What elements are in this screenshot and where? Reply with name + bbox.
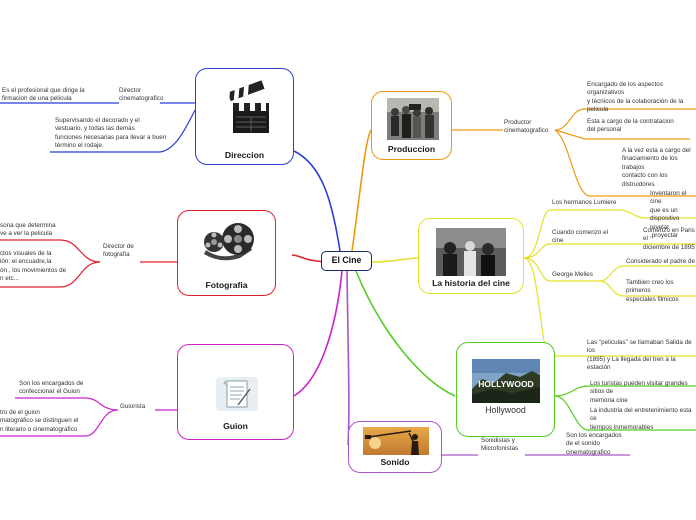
historia-branch-comienzo[interactable]: Cuando comenzo el cine [552,229,609,245]
central-topic-label: El Cine [331,255,362,265]
film-crew-photo [387,98,439,140]
topic-sonido[interactable]: Sonido [348,421,442,473]
topic-guion[interactable]: Guion [177,344,294,440]
historia-note-melies-1[interactable]: Considerado el padre de [626,258,695,265]
script-page-icon [216,377,258,411]
topic-sonido-label: Sonido [380,457,410,467]
historia-note-comienzo[interactable]: Comenzo en Paris el diciembre de 1895 [643,227,695,251]
topic-fotografia-label: Fotografia [205,280,248,290]
produccion-note-1[interactable]: Encargado de los aspectos organizativos … [587,81,684,114]
guion-note-1[interactable]: Son los encargados de confeccionar el Gu… [19,380,84,396]
hollywood-sign-text: HOLLYWOOD [478,379,533,389]
topic-produccion[interactable]: Produccion [371,91,452,160]
topic-hollywood-label: Hollywood [485,405,526,415]
topic-direccion[interactable]: Direccion [195,68,294,165]
direccion-subtopic[interactable]: Director cinematografico [119,87,164,103]
hollywood-sign-photo: HOLLYWOOD [472,359,540,403]
sonido-subtopic[interactable]: Sonidistas y Microfonistas [481,437,519,453]
historia-branch-lumiere[interactable]: Los hermanos Lumiere [552,199,617,206]
topic-hollywood[interactable]: HOLLYWOOD Hollywood [456,342,555,437]
produccion-note-3[interactable]: A la vez esta a cargo del finaciamiento … [622,147,691,188]
guion-subtopic[interactable]: Guiorista [120,403,146,410]
fotografia-subtopic[interactable]: Director de fotografía [103,243,134,259]
topic-direccion-label: Direccion [224,150,265,160]
central-topic[interactable]: El Cine [321,251,372,271]
film-reel-icon [200,220,256,264]
hollywood-note-2[interactable]: La industria del entretenimiento esta ce… [590,407,692,431]
topic-historia-label: La historia del cine [432,278,510,288]
produccion-subtopic[interactable]: Productor cinematografico [504,119,549,135]
guion-note-2[interactable]: tro de el guion matográfico se distingue… [0,409,79,433]
historia-branch-melies[interactable]: George Melies [552,271,593,278]
boom-mic-silhouette-photo [363,427,429,455]
produccion-note-2[interactable]: Esta a cargo de la contratacion del pers… [587,118,674,134]
sonido-note-1[interactable]: Son los encargados de el sonido cinemato… [566,432,622,456]
topic-historia[interactable]: La historia del cine [418,218,524,294]
direccion-note-1[interactable]: Es el profesional que dirige la firmacio… [2,87,85,103]
topic-produccion-label: Produccion [387,144,436,154]
vintage-film-photo [436,228,506,276]
hollywood-note-1[interactable]: Los turistas pueden visitar grandes siti… [590,380,688,404]
fotografia-note-2[interactable]: ctos visuales de la ión: el encuadre,la … [0,250,67,283]
fotografia-note-1[interactable]: sona que determina ve a ver la pelicula [0,222,56,238]
clapperboard-icon [229,77,273,137]
topic-fotografia[interactable]: Fotografia [177,210,276,296]
topic-guion-label: Guion [223,421,248,431]
historia-note-lumiere[interactable]: Inventaron el cine que es un dispositivo… [650,190,687,240]
historia-note-melies-2[interactable]: Tambien creo los primeros especiales fil… [626,279,679,303]
historia-note-peliculas[interactable]: Las "peliculas" se llamaban Salida de lo… [587,339,692,372]
direccion-note-2[interactable]: Supervisando el decorado y el vestuario,… [55,117,167,150]
